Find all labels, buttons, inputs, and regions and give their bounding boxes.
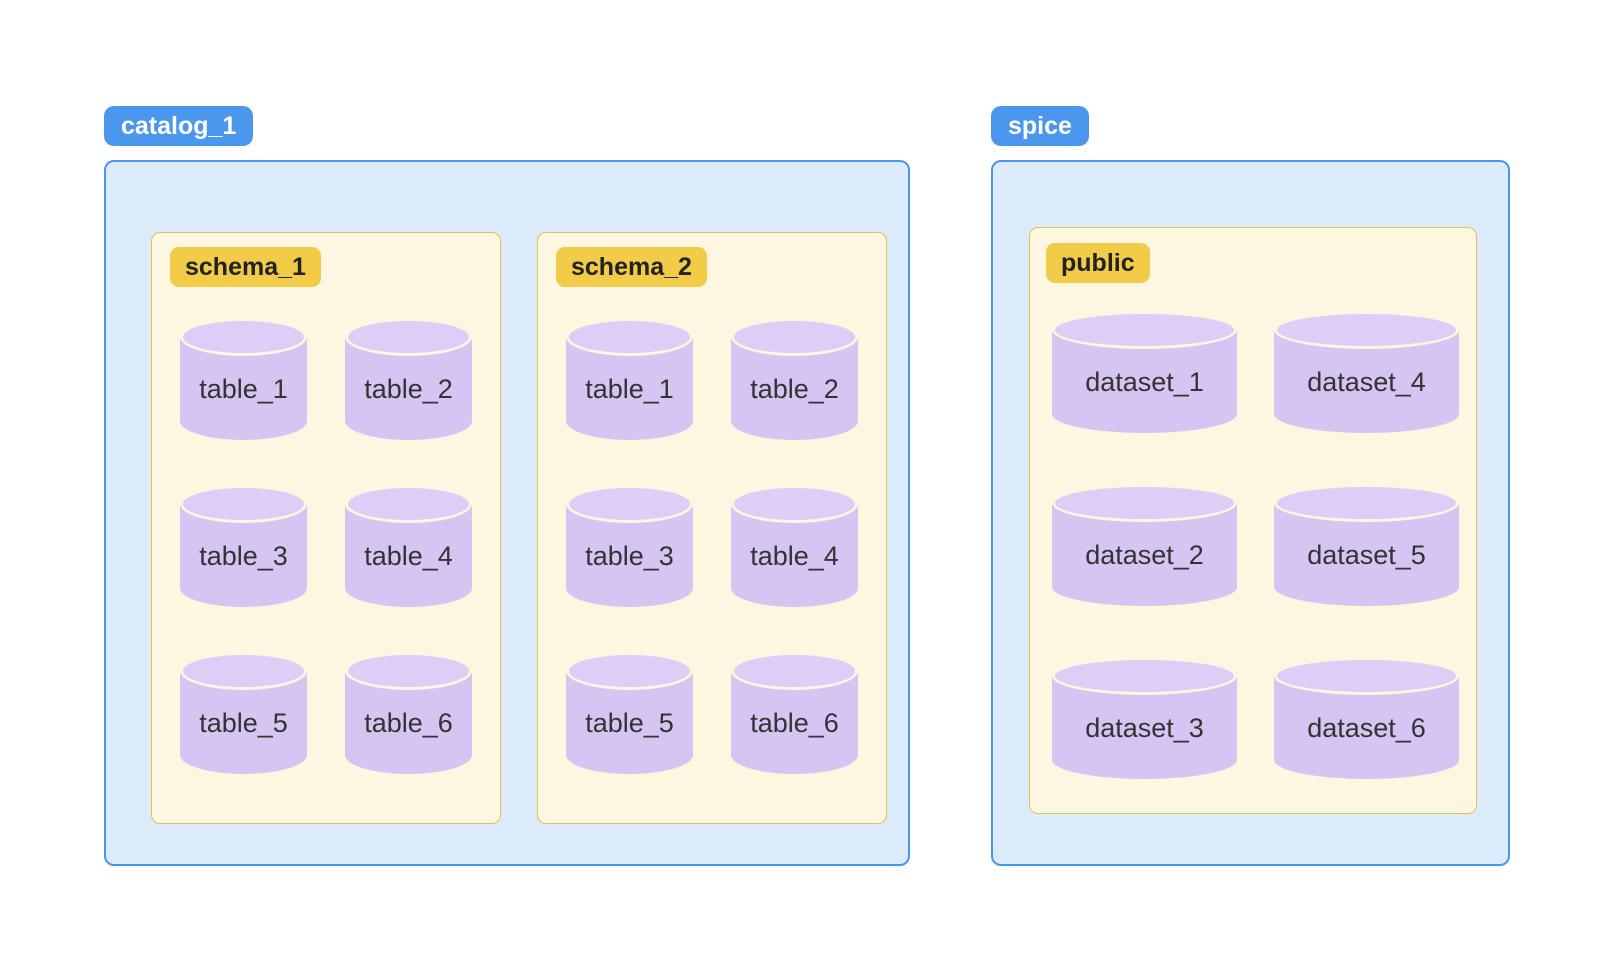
dataset-label: dataset_2 — [1085, 540, 1204, 570]
database-icon-top — [1052, 484, 1237, 522]
dataset-label: dataset_3 — [1085, 713, 1204, 743]
database-icon-top — [345, 318, 472, 356]
database-icon-top — [1052, 657, 1237, 695]
spice-badge: spice — [991, 106, 1089, 146]
database-icon-top — [180, 318, 307, 356]
dataset-label: dataset_1 — [1085, 367, 1204, 397]
table-label: table_6 — [750, 708, 839, 738]
database-icon-top — [1274, 311, 1459, 349]
table-cylinder: table_2 — [731, 318, 858, 440]
schema-box: schema_2 table_1 table_2 table_3 — [537, 232, 887, 824]
table-label: table_1 — [199, 374, 288, 404]
database-icon-top — [566, 318, 693, 356]
dataset-cylinder: dataset_1 — [1052, 311, 1237, 433]
table-label: table_2 — [750, 374, 839, 404]
schema-badge: schema_2 — [556, 247, 707, 287]
table-cylinder: table_3 — [566, 485, 693, 607]
table-cylinder: table_2 — [345, 318, 472, 440]
schema-box: schema_1 table_1 table_2 table_3 — [151, 232, 501, 824]
dataset-label: dataset_4 — [1307, 367, 1426, 397]
database-icon-top — [345, 485, 472, 523]
database-icon-top — [345, 652, 472, 690]
database-icon-top — [180, 485, 307, 523]
table-cylinder: table_6 — [345, 652, 472, 774]
table-label: table_1 — [585, 374, 674, 404]
dataset-cylinder: dataset_2 — [1052, 484, 1237, 606]
table-cylinder: table_4 — [731, 485, 858, 607]
dataset-label: dataset_6 — [1307, 713, 1426, 743]
database-icon-top — [1052, 311, 1237, 349]
database-icon-top — [566, 485, 693, 523]
catalog-badge: catalog_1 — [104, 106, 254, 146]
table-cylinder: table_5 — [566, 652, 693, 774]
table-cylinder: table_1 — [566, 318, 693, 440]
table-label: table_3 — [199, 541, 288, 571]
table-label: table_4 — [750, 541, 839, 571]
schema-badge: public — [1046, 243, 1150, 283]
table-cylinder: table_5 — [180, 652, 307, 774]
dataset-cylinder: dataset_5 — [1274, 484, 1459, 606]
table-label: table_5 — [585, 708, 674, 738]
table-label: table_4 — [364, 541, 453, 571]
catalog-container: schema_1 table_1 table_2 table_3 — [104, 160, 910, 866]
database-icon-top — [731, 652, 858, 690]
table-label: table_6 — [364, 708, 453, 738]
dataset-cylinder: dataset_3 — [1052, 657, 1237, 779]
database-icon-top — [731, 318, 858, 356]
schema-badge: schema_1 — [170, 247, 321, 287]
table-cylinder: table_3 — [180, 485, 307, 607]
dataset-label: dataset_5 — [1307, 540, 1426, 570]
spice-container: public dataset_1 dataset_4 dataset_2 — [991, 160, 1510, 866]
table-cylinder: table_6 — [731, 652, 858, 774]
schema-box: public dataset_1 dataset_4 dataset_2 — [1029, 227, 1477, 814]
dataset-cylinder: dataset_4 — [1274, 311, 1459, 433]
database-icon-top — [731, 485, 858, 523]
database-icon-top — [566, 652, 693, 690]
table-cylinder: table_4 — [345, 485, 472, 607]
dataset-cylinder: dataset_6 — [1274, 657, 1459, 779]
table-label: table_5 — [199, 708, 288, 738]
table-cylinder: table_1 — [180, 318, 307, 440]
database-icon-top — [180, 652, 307, 690]
database-icon-top — [1274, 484, 1459, 522]
table-label: table_2 — [364, 374, 453, 404]
database-icon-top — [1274, 657, 1459, 695]
table-label: table_3 — [585, 541, 674, 571]
